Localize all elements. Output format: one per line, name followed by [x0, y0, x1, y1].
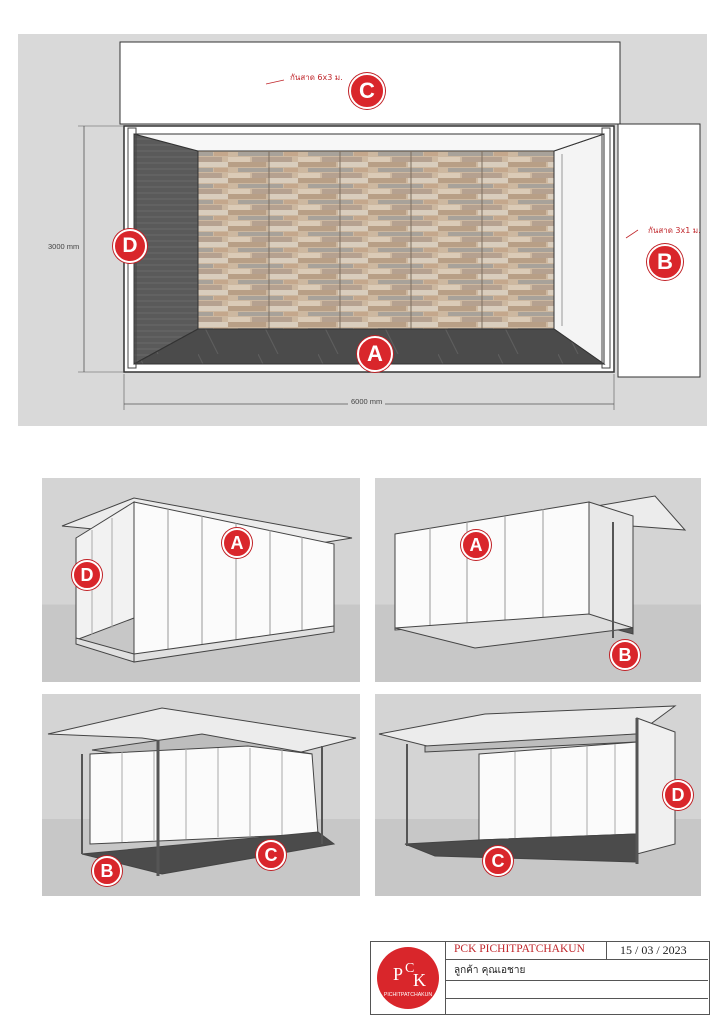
- blank-row: [446, 981, 708, 999]
- marker-d: D: [113, 229, 147, 263]
- title-block: P C K PICHITPATCHAKUN PCK PICHITPATCHAKU…: [370, 941, 710, 1015]
- client-row: ลูกค้า คุณเอชาย: [446, 960, 708, 981]
- view-2-drawing: [394, 495, 687, 649]
- view-1-marker-a: A: [222, 528, 252, 558]
- perspective-view-3: B C: [42, 694, 360, 896]
- view-3-drawing: [47, 707, 357, 876]
- view-4-drawing: [378, 705, 677, 864]
- company-logo: P C K PICHITPATCHAKUN: [377, 947, 439, 1009]
- marker-c: C: [349, 73, 385, 109]
- view-2-marker-a: A: [461, 530, 491, 560]
- height-dimension: 3000 mm: [48, 242, 80, 251]
- svg-text:C: C: [405, 961, 414, 976]
- plan-view-panel: กันสาด 6x3 ม. กันสาด 3x1 ม. 3000 mm 6000…: [18, 34, 707, 426]
- perspective-view-4: C D: [375, 694, 701, 896]
- view-4-marker-c: C: [483, 846, 513, 876]
- canopy-front-note: กันสาด 6x3 ม.: [290, 73, 343, 82]
- svg-text:PICHITPATCHAKUN: PICHITPATCHAKUN: [384, 992, 432, 998]
- view-1-drawing: [61, 497, 353, 663]
- marker-a: A: [357, 336, 393, 372]
- view-4-marker-d: D: [663, 780, 693, 810]
- svg-text:P: P: [393, 964, 403, 984]
- view-3-marker-b: B: [92, 856, 122, 886]
- company-row: PCK PICHITPATCHAKUN 15 / 03 / 2023: [446, 942, 708, 960]
- svg-text:K: K: [413, 970, 426, 990]
- logo-cell: P C K PICHITPATCHAKUN: [371, 942, 446, 1014]
- view-1-marker-d: D: [72, 560, 102, 590]
- view-3-marker-c: C: [256, 840, 286, 870]
- view-2-marker-b: B: [610, 640, 640, 670]
- width-dimension: 6000 mm: [348, 397, 386, 406]
- canopy-side-note: กันสาด 3x1 ม.: [648, 226, 701, 235]
- marker-b: B: [647, 244, 683, 280]
- client-name: ลูกค้า คุณเอชาย: [454, 965, 526, 976]
- perspective-view-1: A D: [42, 478, 360, 682]
- company-name: PCK PICHITPATCHAKUN: [454, 943, 585, 955]
- perspective-view-2: A B: [375, 478, 701, 682]
- drawing-date: 15 / 03 / 2023: [620, 943, 687, 957]
